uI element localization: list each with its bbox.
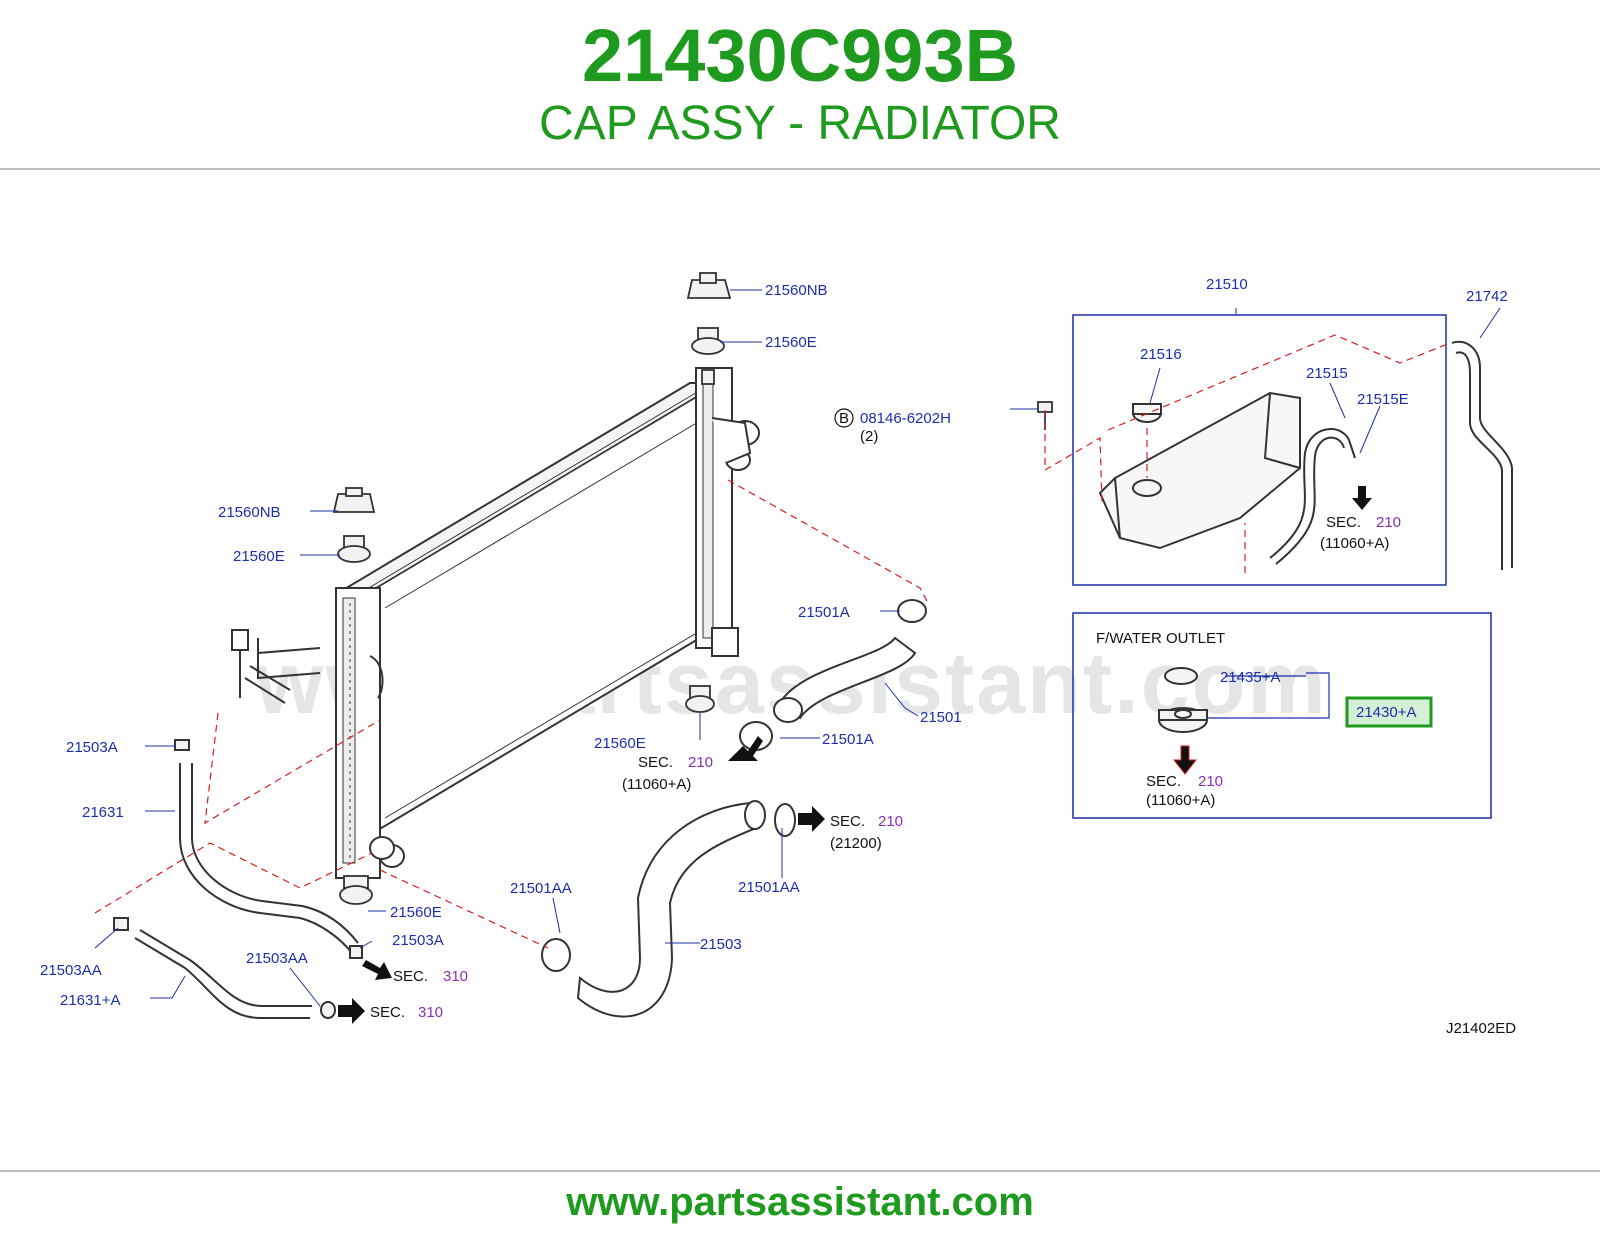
label-21631-a: 21631+A	[60, 992, 120, 1009]
cap-leader-line	[1207, 672, 1330, 719]
water-outlet-group-box	[1072, 612, 1492, 819]
label-21501aa-left: 21501AA	[510, 880, 572, 897]
label-21503: 21503	[700, 936, 742, 953]
footer-url-link[interactable]: www.partsassistant.com	[566, 1180, 1034, 1224]
label-21560nb-left: 21560NB	[218, 504, 281, 521]
dashed-guides	[94, 334, 1451, 949]
svg-text:SEC.: SEC.	[393, 968, 428, 985]
label-21560e-top: 21560E	[765, 334, 817, 351]
header: 21430C993B CAP ASSY - RADIATOR	[0, 0, 1600, 170]
mount-bushings	[332, 272, 732, 905]
label-21560e-bottom: 21560E	[390, 904, 442, 921]
svg-text:(11060+A): (11060+A)	[1146, 792, 1215, 809]
sec-ref-2: SEC. 210 (21200)	[830, 813, 903, 852]
label-21430-a: 21430+A	[1356, 704, 1416, 721]
label-21515: 21515	[1306, 365, 1348, 382]
sec-ref-4: SEC. 310	[370, 1004, 443, 1021]
label-21501a-lower: 21501A	[822, 731, 874, 748]
sec-ref-6: SEC. 210 (11060+A)	[1146, 773, 1223, 809]
svg-text:SEC.: SEC.	[370, 1004, 405, 1021]
label-21742: 21742	[1466, 288, 1508, 305]
svg-text:SEC.: SEC.	[830, 813, 865, 830]
sec-ref-5: SEC. 210 (11060+A)	[1320, 514, 1401, 552]
reservoir-group-box	[1072, 314, 1447, 586]
label-21516: 21516	[1140, 346, 1182, 363]
label-21503aa-left: 21503AA	[40, 962, 102, 979]
hose-21631	[113, 739, 363, 1019]
svg-text:SEC.: SEC.	[638, 754, 673, 771]
label-21631: 21631	[82, 804, 124, 821]
svg-text:310: 310	[418, 1004, 443, 1021]
svg-text:(11060+A): (11060+A)	[622, 776, 691, 793]
svg-text:(11060+A): (11060+A)	[1320, 535, 1389, 552]
label-21510: 21510	[1206, 276, 1248, 293]
part-name-subtitle: CAP ASSY - RADIATOR	[539, 97, 1061, 150]
label-leaders	[94, 289, 1501, 1007]
parts-diagram: www.partsassistant.com	[40, 272, 1516, 1037]
lower-hose-21503	[541, 800, 796, 1018]
label-21503a-bottom: 21503A	[392, 932, 444, 949]
header-divider	[0, 168, 1600, 170]
label-21560e-mid: 21560E	[594, 735, 646, 752]
bolt-08146	[1010, 401, 1053, 430]
sec-ref-1: SEC. 210 (11060+A)	[622, 754, 713, 793]
bolt-badge-letter: B	[839, 410, 849, 427]
reservoir-hose-21515	[1269, 428, 1356, 565]
label-21515e: 21515E	[1357, 391, 1409, 408]
svg-text:SEC.: SEC.	[1326, 514, 1361, 531]
label-21560e-left: 21560E	[233, 548, 285, 565]
svg-text:(21200): (21200)	[830, 835, 882, 852]
sec-ref-3: SEC. 310	[393, 968, 468, 985]
reservoir-tank-21510	[1098, 391, 1301, 550]
label-21503aa-mid: 21503AA	[246, 950, 308, 967]
label-21501a-upper: 21501A	[798, 604, 850, 621]
label-21560nb-top: 21560NB	[765, 282, 828, 299]
part-number-title: 21430C993B	[581, 14, 1019, 97]
bolt-badge-circle	[834, 408, 854, 428]
svg-text:SEC.: SEC.	[1146, 773, 1181, 790]
label-08146-qty: (2)	[860, 428, 878, 445]
label-21435-a: 21435+A	[1220, 669, 1280, 686]
label-21501: 21501	[920, 709, 962, 726]
label-f-water-outlet: F/WATER OUTLET	[1096, 630, 1225, 647]
diagram-code: J21402ED	[1446, 1020, 1516, 1037]
radiator-core	[231, 367, 760, 879]
radiator-cap-21430	[1158, 667, 1208, 733]
label-21501aa-right: 21501AA	[738, 879, 800, 896]
svg-text:210: 210	[1198, 773, 1223, 790]
footer-divider	[0, 1170, 1600, 1172]
label-08146-6202h: 08146-6202H	[860, 410, 951, 427]
svg-text:210: 210	[878, 813, 903, 830]
highlight-box-21430-a	[1345, 696, 1433, 728]
label-21503a-top: 21503A	[66, 739, 118, 756]
sec-arrows	[338, 486, 1372, 1024]
hose-21742	[1451, 340, 1513, 570]
upper-hose-21501	[739, 599, 927, 751]
svg-text:210: 210	[1376, 514, 1401, 531]
svg-text:210: 210	[688, 754, 713, 771]
svg-text:310: 310	[443, 968, 468, 985]
